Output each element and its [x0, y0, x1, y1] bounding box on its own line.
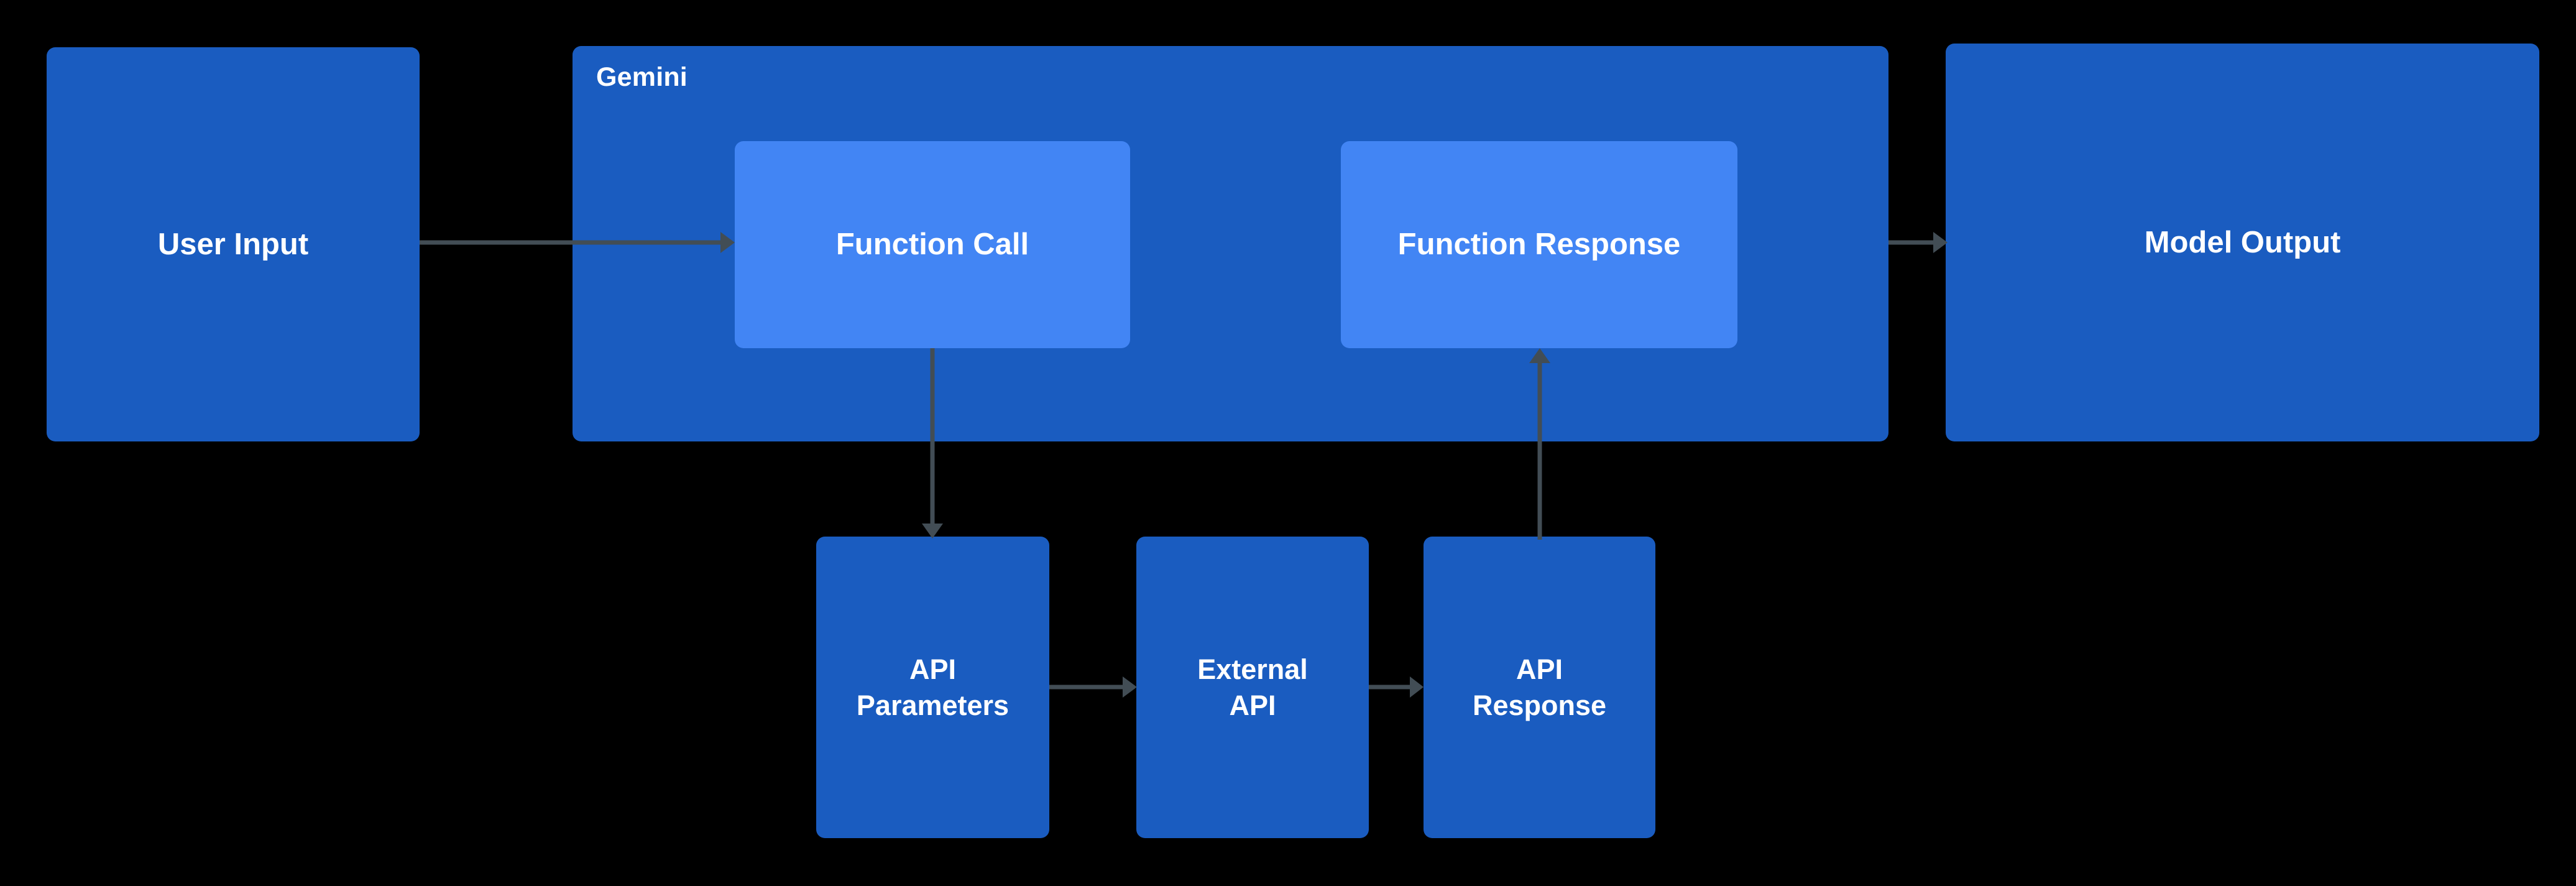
- node-function-response[interactable]: Function Response: [1341, 141, 1737, 348]
- node-model-output[interactable]: Model Output: [1946, 44, 2539, 441]
- node-function-call-label: Function Call: [835, 228, 1029, 262]
- edge-api-parameters-to-external-api: [1049, 671, 1139, 703]
- node-function-call[interactable]: Function Call: [735, 141, 1130, 348]
- node-model-output-label: Model Output: [2144, 225, 2341, 259]
- node-function-response-label: Function Response: [1397, 228, 1681, 262]
- edge-external-api-to-api-response: [1369, 671, 1426, 703]
- group-gemini-label: Gemini: [596, 62, 688, 92]
- node-user-input-label: User Input: [157, 227, 309, 261]
- node-user-input[interactable]: User Input: [47, 47, 420, 441]
- edge-function-response-to-model-output: [1888, 227, 1951, 258]
